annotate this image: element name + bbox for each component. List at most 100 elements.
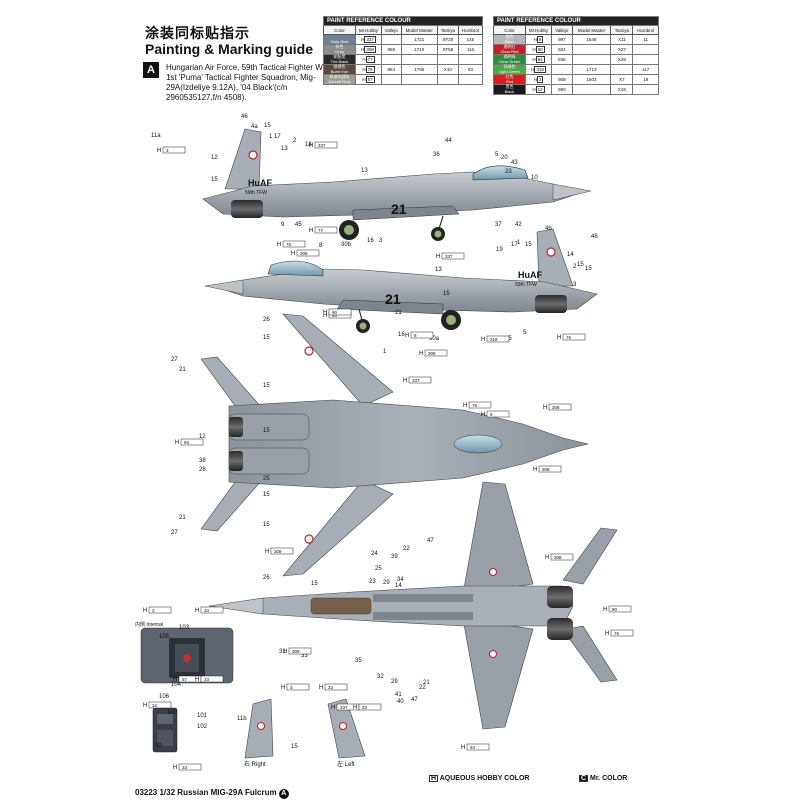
callout-number: 36 <box>433 152 440 158</box>
paint-ref-prefix: H <box>281 685 285 691</box>
paint-ref-box <box>288 647 312 655</box>
callout-number: 23 <box>505 169 512 175</box>
hobby-prefix: H <box>531 67 535 72</box>
paint-ref-code: 318 <box>490 337 498 342</box>
callout-number: 33 <box>301 653 308 659</box>
callout-number: 5 <box>523 330 527 336</box>
paint-ref-prefix: H <box>277 242 281 248</box>
cockpit-internal-label: 内侧 Internal <box>135 621 163 628</box>
paint-ref-box <box>408 376 432 384</box>
callout-number: 38 <box>199 458 206 464</box>
paint-ref-prefix: H <box>309 228 313 234</box>
instruction-sheet: 涂装同标贴指示 Painting & Marking guide A Hunga… <box>133 14 667 799</box>
callout-number: 26 <box>263 317 270 323</box>
paint-ref-prefix: H <box>461 745 465 751</box>
paint-name-cn: 透明绿 <box>503 54 516 59</box>
callout-number: 13 <box>281 146 288 152</box>
callout-number: 19 <box>496 247 503 253</box>
wing-top-upper <box>282 313 394 407</box>
paint-ref-prefix: H <box>309 143 313 149</box>
paint-ref-box <box>424 349 448 357</box>
paint-ref-code: 33 <box>182 765 188 770</box>
roundel-wing-upper <box>304 346 314 356</box>
footer-code: 03223 <box>135 788 158 797</box>
paint-ref-prefix: H <box>533 467 537 473</box>
paint-ref-prefix: H <box>175 440 179 446</box>
paint-ref-box <box>486 335 510 343</box>
paint-name-en: Red <box>505 78 514 84</box>
paint-ref-prefix: H <box>283 649 287 655</box>
paint-ref-box <box>562 333 586 341</box>
paint-ref-code: 308 <box>552 405 560 410</box>
wing-bottom-upper <box>462 481 534 595</box>
hobby-code-box: 57 <box>365 76 375 83</box>
callout-number: 43 <box>511 160 518 166</box>
callout-number: 20 <box>501 155 508 161</box>
footer-title: 03223 1/32 Russian MIG-29A Fulcrum A <box>135 788 289 799</box>
legend-aqueous: H AQUEOUS HOBBY COLOR <box>429 775 529 782</box>
paint-ref-box <box>286 683 310 691</box>
paint-name-cn: 银色 <box>505 34 514 39</box>
callout-number: 21 <box>395 310 402 316</box>
paint-ref-code: 33 <box>204 677 210 682</box>
callout-number: 5 <box>495 152 499 158</box>
paint-ref-prefix: H <box>323 310 327 316</box>
callout-number: 13 <box>435 267 442 273</box>
callout-number: 10 <box>531 175 538 181</box>
hobby-prefix: H <box>361 37 365 42</box>
callout-number: 15 <box>585 266 592 272</box>
paint-ref-box <box>282 240 306 248</box>
paint-name-en: Clear Red <box>500 48 519 54</box>
paint-name-cn: 铁锈色 <box>333 64 346 69</box>
footer-letter: A <box>278 789 289 799</box>
callout-number: 47 <box>427 538 434 544</box>
legend-aqueous-text: AQUEOUS HOBBY COLOR <box>439 775 530 782</box>
tailplane-bottom-upper <box>562 527 618 585</box>
callout-number: 15 <box>263 383 270 389</box>
callout-number: 21 <box>179 367 186 373</box>
paint-ref-code: 3 <box>166 148 169 153</box>
callout-number: 12 <box>199 434 206 440</box>
callout-number: 2 <box>293 138 297 144</box>
paint-ref-code: 94 <box>184 440 190 445</box>
title-chinese: 涂装同标贴指示 <box>145 26 250 42</box>
callout-number: 46 <box>591 234 598 240</box>
side-view-port: HuAF 59th TFW 21 <box>202 128 592 241</box>
roundel-fin-port <box>248 150 258 160</box>
nose-cone-bottom <box>208 597 264 615</box>
callout-number: 24 <box>371 551 378 557</box>
paint-ref-prefix: H <box>481 412 485 418</box>
canopy-port <box>472 165 529 181</box>
paint-ref-box <box>550 553 574 561</box>
paint-ref-code: 94 <box>470 745 476 750</box>
hobby-prefix: H <box>532 47 536 52</box>
callout-number: 32 <box>377 674 384 680</box>
callout-number: 41 <box>395 692 402 698</box>
fin-left <box>327 698 366 759</box>
callout-number: 30a <box>429 336 440 342</box>
paint-ref-tag: H 94 <box>461 743 490 751</box>
paint-ref-prefix: H <box>419 351 423 357</box>
fin-right-label: 右 Right <box>244 760 266 768</box>
callout-number: 44 <box>445 138 452 144</box>
paint-ref-prefix: H <box>605 631 609 637</box>
paint-ref-code: 3 <box>152 608 155 613</box>
paint-ref-box <box>178 763 202 771</box>
tail-number-starboard: 21 <box>385 291 401 307</box>
paint-ref-box <box>548 403 572 411</box>
paint-ref-code: 33 <box>328 685 334 690</box>
paint-ref-code: 76 <box>472 403 478 408</box>
hobby-prefix: H <box>362 57 366 62</box>
engine-nozzle-bottom-lower <box>547 618 573 640</box>
cockpit-detail <box>140 627 234 753</box>
